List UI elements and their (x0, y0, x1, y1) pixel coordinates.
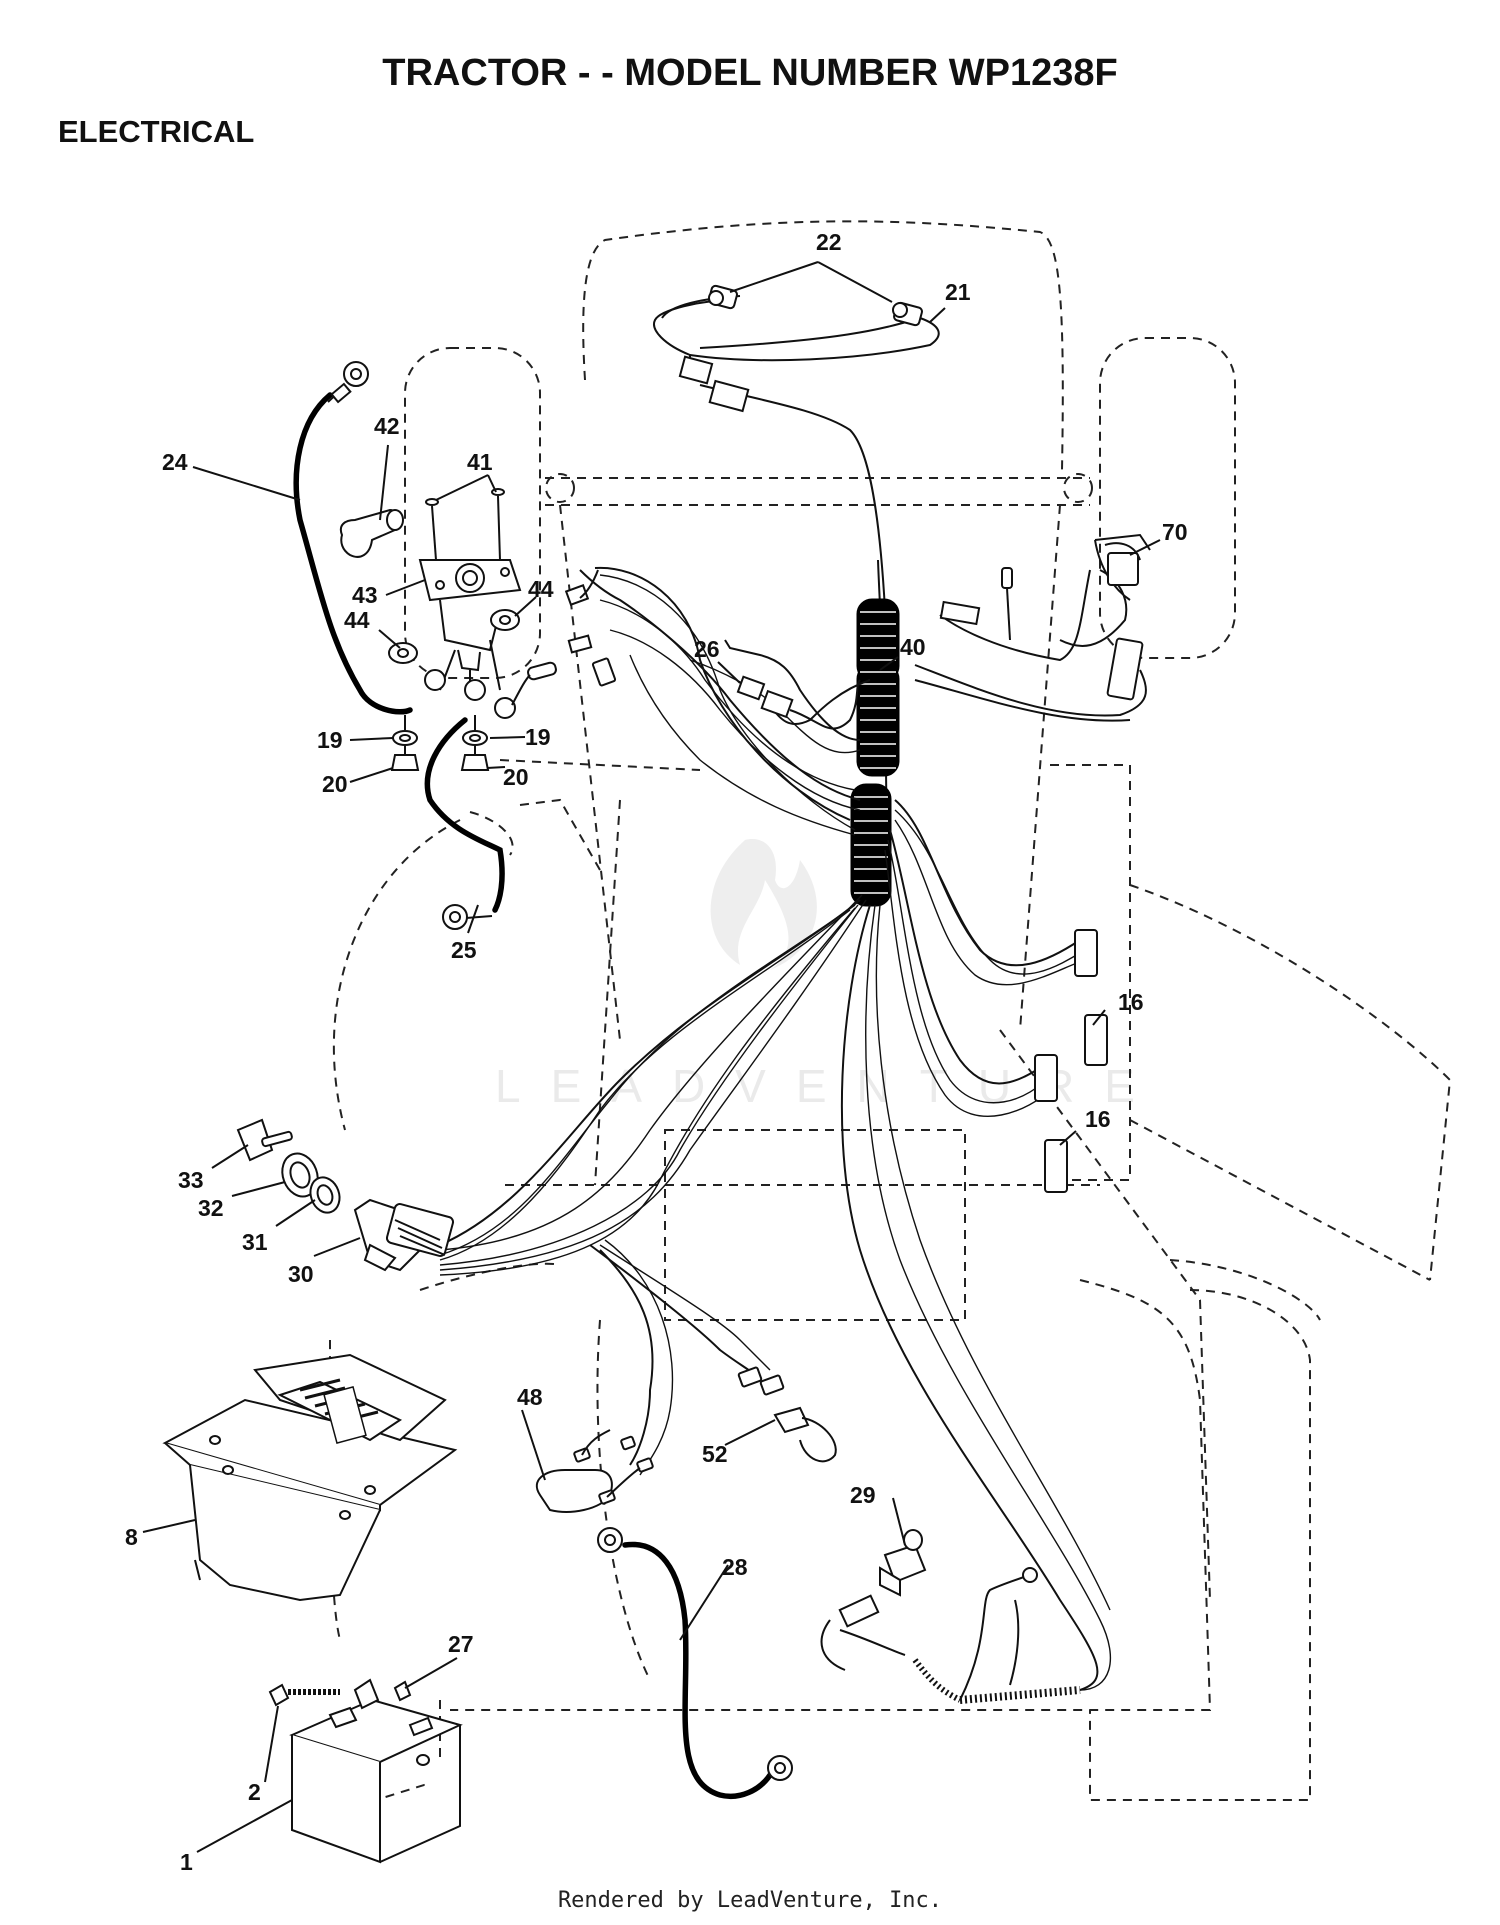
main-harness-loom (850, 559, 900, 907)
part-26-connector (736, 675, 861, 730)
callout-numbers: 24 42 41 43 44 44 19 19 20 20 25 22 21 7… (125, 229, 1188, 1875)
callout-2: 2 (248, 1779, 261, 1805)
callout-42: 42 (374, 413, 400, 439)
callout-41: 41 (467, 449, 493, 475)
callout-70: 70 (1162, 519, 1188, 545)
callout-25: 25 (451, 937, 477, 963)
callout-16-upper: 16 (1118, 989, 1144, 1015)
harness-branches (439, 566, 1112, 1691)
callout-24: 24 (162, 449, 188, 475)
callout-52: 52 (702, 1441, 728, 1467)
callout-28: 28 (722, 1554, 748, 1580)
callout-33: 33 (178, 1167, 204, 1193)
headlight-harness (653, 284, 940, 611)
callout-1: 1 (180, 1849, 193, 1875)
callout-26: 26 (694, 636, 720, 662)
callout-44-left: 44 (344, 607, 370, 633)
footer-credit: Rendered by LeadVenture, Inc. (557, 1888, 943, 1913)
callout-20-left: 20 (322, 771, 348, 797)
callout-43: 43 (352, 582, 378, 608)
callout-44-right: 44 (528, 576, 554, 602)
callout-27: 27 (448, 1631, 474, 1657)
seat-switch (535, 1366, 837, 1513)
battery-cables (293, 361, 505, 930)
right-harness (914, 533, 1151, 722)
callout-21: 21 (945, 279, 971, 305)
callout-19-right: 19 (525, 724, 551, 750)
watermark: LEADVENTURE (495, 839, 1165, 1112)
callout-40: 40 (900, 634, 926, 660)
callout-leaders (142, 261, 1161, 1853)
watermark-text: LEADVENTURE (495, 1060, 1165, 1112)
section-heading: ELECTRICAL (58, 114, 255, 149)
ignition-switch-assembly (236, 1118, 455, 1272)
ground-cable (597, 1527, 793, 1799)
callout-20-right: 20 (503, 764, 529, 790)
pto-switch (820, 1529, 1081, 1704)
starter-solenoid (339, 488, 617, 771)
callout-30: 30 (288, 1261, 314, 1287)
battery (268, 1678, 463, 1864)
callout-48: 48 (517, 1384, 543, 1410)
page-title: TRACTOR - - MODEL NUMBER WP1238F (382, 52, 1118, 94)
callout-31: 31 (242, 1229, 268, 1255)
callout-29: 29 (850, 1482, 876, 1508)
callout-19-left: 19 (317, 727, 343, 753)
callout-16-lower: 16 (1085, 1106, 1111, 1132)
callout-8: 8 (125, 1524, 138, 1550)
callout-22: 22 (816, 229, 842, 255)
callout-32: 32 (198, 1195, 224, 1221)
battery-box (162, 1353, 458, 1602)
